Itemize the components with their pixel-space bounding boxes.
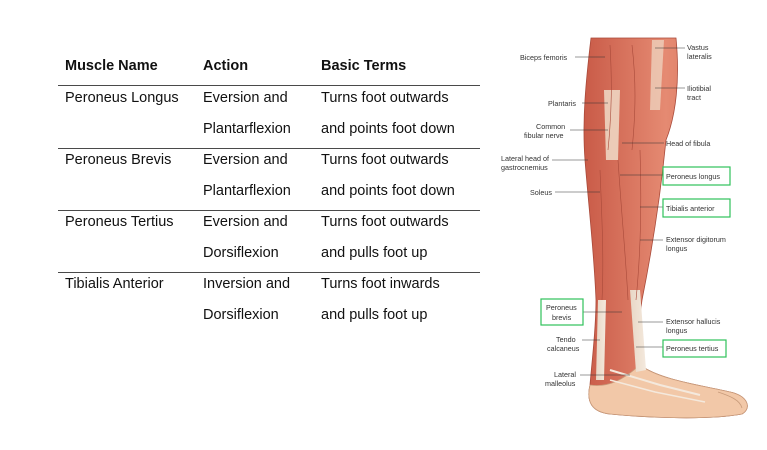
label-iliotibial-tract-2: tract [687,93,701,102]
row-rule [58,272,480,273]
muscle-fiber [599,169,604,301]
row1-terms-line2: and points foot down [321,121,455,137]
row1-action-line2: Plantarflexion [203,121,291,137]
row3-terms-line2: and pulls foot up [321,245,428,261]
highlight-box [662,198,731,218]
extensor-retinaculum [609,379,706,403]
row3-action-line2: Dorsiflexion [203,245,279,261]
header-action: Action [203,58,249,74]
highlight-box [662,339,727,358]
label-vastus-lateralis-2: lateralis [687,52,712,61]
row3-terms-line1: Turns foot outwards [321,214,449,230]
toes [717,391,743,409]
row2-action-line1: Eversion and [203,152,288,168]
label-extensor-digitorum-longus-1: Extensor digitorum [666,235,726,244]
label-extensor-hallucis-longus-1: Extensor hallucis [666,317,721,326]
row2-terms-line1: Turns foot outwards [321,152,449,168]
label-lateral-malleolus-2: malleolus [545,379,576,388]
label-extensor-hallucis-longus-2: longus [666,326,688,335]
row1-action-line1: Eversion and [203,90,288,106]
label-plantaris: Plantaris [548,99,576,108]
label-common-fibular-nerve-2: fibular nerve [524,131,564,140]
label-iliotibial-tract-1: Iliotibial [687,84,711,93]
muscle-fiber [617,159,629,301]
leg-muscle-illustration: Biceps femoris Vastus lateralis Iliotibi… [501,37,748,419]
label-soleus: Soleus [530,188,552,197]
row4-muscle: Tibialis Anterior [65,276,164,292]
row-rule [58,210,480,211]
header-rule [58,85,480,86]
header-muscle-name: Muscle Name [65,58,158,74]
row3-muscle: Peroneus Tertius [65,214,174,230]
row2-muscle: Peroneus Brevis [65,152,172,168]
row1-muscle: Peroneus Longus [65,90,179,106]
label-vastus-lateralis-1: Vastus [687,43,709,52]
muscle-fiber [635,149,642,301]
label-peroneus-tertius: Peroneus tertius [666,344,719,353]
highlight-box [662,166,731,186]
row2-action-line2: Plantarflexion [203,183,291,199]
row4-terms-line1: Turns foot inwards [321,276,440,292]
label-lateral-head-gastrocnemius-2: gastrocnemius [501,163,548,172]
row3-action-line1: Eversion and [203,214,288,230]
row4-action-line1: Inversion and [203,276,291,292]
label-tendo-calcaneus-2: calcaneus [547,344,580,353]
label-lateral-malleolus-1: Lateral [554,370,576,379]
tendon-strip [604,90,620,160]
label-extensor-digitorum-longus-2: longus [666,244,688,253]
label-peroneus-brevis-2: brevis [552,313,572,322]
muscle-fiber [607,44,612,151]
row-rule [58,148,480,149]
tendon-strip [596,300,606,380]
muscle-fiber [631,44,636,151]
label-head-of-fibula: Head of fibula [666,139,710,148]
tendon-strip [630,290,646,372]
label-common-fibular-nerve-1: Common [536,122,565,131]
row4-terms-line2: and pulls foot up [321,307,428,323]
row4-action-line2: Dorsiflexion [203,307,279,323]
label-peroneus-longus: Peroneus longus [666,172,720,181]
label-tibialis-anterior: Tibialis anterior [666,204,715,213]
label-lateral-head-gastrocnemius-1: Lateral head of [501,154,549,163]
row1-terms-line1: Turns foot outwards [321,90,449,106]
row2-terms-line2: and points foot down [321,183,455,199]
highlight-box [540,298,584,326]
label-tendo-calcaneus-1: Tendo [556,335,576,344]
label-peroneus-brevis-1: Peroneus [546,303,577,312]
label-biceps-femoris: Biceps femoris [520,53,568,62]
header-basic-terms: Basic Terms [321,58,407,74]
foot-shape [588,364,748,419]
tendon-strip [650,40,664,110]
